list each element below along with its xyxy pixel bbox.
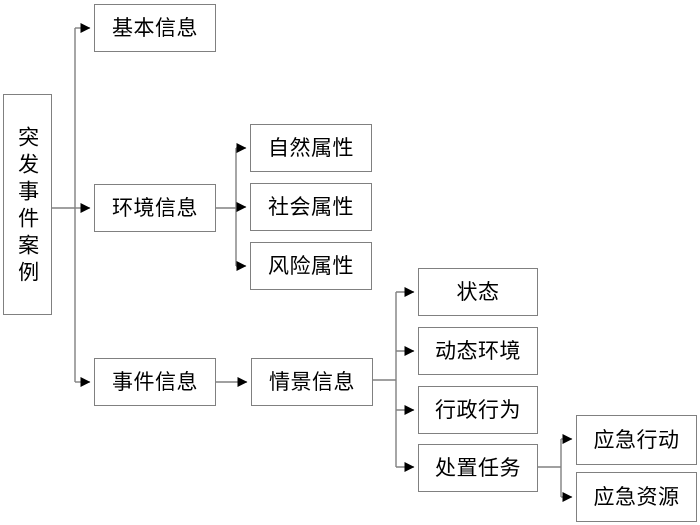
edge-root-spine bbox=[52, 28, 76, 382]
edge-scene-spine bbox=[373, 292, 397, 467]
node-environment-info[interactable]: 环境信息 bbox=[94, 184, 216, 232]
node-administrative-action[interactable]: 行政行为 bbox=[418, 386, 538, 434]
node-dynamic-environment[interactable]: 动态环境 bbox=[418, 327, 538, 375]
node-scenario-info[interactable]: 情景信息 bbox=[251, 358, 373, 406]
node-basic-info[interactable]: 基本信息 bbox=[94, 4, 216, 52]
node-state[interactable]: 状态 bbox=[418, 268, 538, 316]
edge-disposal-spine bbox=[538, 439, 562, 497]
node-disposal-task[interactable]: 处置任务 bbox=[418, 444, 538, 492]
node-event-info[interactable]: 事件信息 bbox=[94, 358, 216, 406]
node-natural-attribute[interactable]: 自然属性 bbox=[250, 124, 372, 172]
node-root-emergency-case[interactable]: 突发事件案例 bbox=[3, 94, 52, 315]
node-emergency-action[interactable]: 应急行动 bbox=[576, 415, 697, 465]
node-emergency-resource[interactable]: 应急资源 bbox=[576, 472, 697, 522]
edge-env-spine bbox=[216, 148, 237, 266]
node-risk-attribute[interactable]: 风险属性 bbox=[250, 242, 372, 290]
node-social-attribute[interactable]: 社会属性 bbox=[250, 183, 372, 231]
